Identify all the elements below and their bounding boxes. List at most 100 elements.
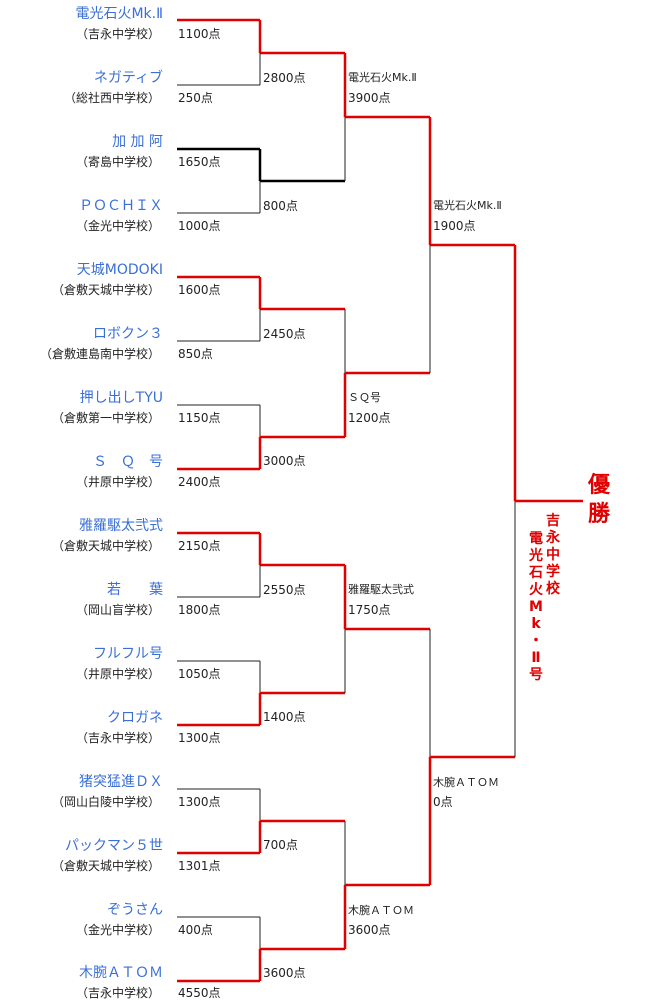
round4-team: 木腕ＡＴＯＭ <box>433 775 499 789</box>
round3-team: 雅羅駆太弐式 <box>348 582 414 596</box>
team-name: 加 加 阿 <box>112 134 163 150</box>
champion-team: 電光石火Mk・Ⅱ号 <box>528 530 544 683</box>
champion-char: 校 <box>546 580 561 597</box>
round3-score: 3900点 <box>348 91 391 105</box>
team-school: （岡山白陵中学校） <box>52 794 160 809</box>
team-school: （総社西中学校） <box>64 90 160 105</box>
team-school: （井原中学校） <box>76 474 160 489</box>
round2-score: 2550点 <box>263 583 306 597</box>
team-school: （吉永中学校） <box>76 985 160 1000</box>
team-name: クロガネ <box>107 710 163 726</box>
champion-char: ・ <box>529 633 543 649</box>
bracket-lines <box>177 18 583 983</box>
team-name: ＰＯＣＨＩＸ <box>79 198 163 214</box>
team-school: （金光中学校） <box>76 922 160 937</box>
team-score: 1150点 <box>178 411 221 425</box>
team-entry: 天城MODOKI （倉敷天城中学校） 1600点 <box>52 262 221 297</box>
team-score: 400点 <box>178 923 213 937</box>
team-entry: 木腕ＡＴＯＭ （吉永中学校） 4550点 <box>76 965 221 1000</box>
team-school: （倉敷第一中学校） <box>52 410 160 425</box>
team-name: 押し出しTYU <box>80 390 163 406</box>
team-score: 1300点 <box>178 795 221 809</box>
champion-char: 石 <box>528 565 543 581</box>
round3-score: 3600点 <box>348 923 391 937</box>
team-score: 1100点 <box>178 27 221 41</box>
team-entry: フルフル号 （井原中学校） 1050点 <box>76 646 221 681</box>
team-score: 4550点 <box>178 986 221 1000</box>
champion-char: 号 <box>529 667 543 683</box>
team-name: ぞうさん <box>107 902 163 918</box>
team-name: ロボクン３ <box>93 326 163 342</box>
team-school: （倉敷天城中学校） <box>52 282 160 297</box>
team-school: （井原中学校） <box>76 666 160 681</box>
team-score: 2150点 <box>178 539 221 553</box>
team-entry: ＰＯＣＨＩＸ （金光中学校） 1000点 <box>76 198 221 233</box>
team-name: パックマン５世 <box>65 838 163 854</box>
team-score: 1650点 <box>178 155 221 169</box>
round2-score: 800点 <box>263 199 298 213</box>
team-name: 猪突猛進ＤＸ <box>79 774 163 790</box>
round3-score: 1200点 <box>348 411 391 425</box>
round2-score: 2800点 <box>263 71 306 85</box>
team-entry: 若 葉 （岡山盲学校） 1800点 <box>76 582 221 617</box>
champion-char: k <box>531 616 541 632</box>
team-school: （岡山盲学校） <box>76 602 160 617</box>
team-entry: クロガネ （吉永中学校） 1300点 <box>76 710 221 745</box>
round3-team: 木腕ＡＴＯＭ <box>348 903 414 917</box>
team-name: ネガティブ <box>94 69 163 86</box>
team-name: フルフル号 <box>93 646 163 662</box>
team-school: （倉敷天城中学校） <box>52 538 160 553</box>
team-entry: ネガティブ （総社西中学校） 250点 <box>64 69 213 105</box>
round3-team: 電光石火Mk.Ⅱ <box>348 70 417 84</box>
round3-team: ＳＱ号 <box>348 391 381 404</box>
team-entry: Ｓ Ｑ 号 （井原中学校） 2400点 <box>76 454 221 489</box>
team-name: 電光石火Mk.Ⅱ <box>75 6 163 22</box>
champion-char: 永 <box>545 529 561 546</box>
team-name: 雅羅駆太弐式 <box>79 518 163 534</box>
round2-score: 2450点 <box>263 327 306 341</box>
team-school: （金光中学校） <box>76 218 160 233</box>
team-score: 1050点 <box>178 667 221 681</box>
round2-score: 3000点 <box>263 454 306 468</box>
team-score: 1301点 <box>178 859 221 873</box>
champion-title-char: 勝 <box>588 502 611 527</box>
team-entry: パックマン５世 （倉敷天城中学校） 1301点 <box>52 838 221 873</box>
team-school: （吉永中学校） <box>76 730 160 745</box>
team-entry: 猪突猛進ＤＸ （岡山白陵中学校） 1300点 <box>52 774 221 809</box>
team-school: （倉敷連島南中学校） <box>40 346 160 361</box>
team-entry: ぞうさん （金光中学校） 400点 <box>76 902 213 937</box>
champion-char: 吉 <box>546 512 560 529</box>
team-entry: 雅羅駆太弐式 （倉敷天城中学校） 2150点 <box>52 518 221 553</box>
team-entry: 押し出しTYU （倉敷第一中学校） 1150点 <box>52 390 221 425</box>
team-entry: ロボクン３ （倉敷連島南中学校） 850点 <box>40 326 213 361</box>
champion-char: 中 <box>546 546 560 563</box>
team-school: （倉敷天城中学校） <box>52 858 160 873</box>
team-name: 天城MODOKI <box>77 262 163 278</box>
round2-score: 3600点 <box>263 966 306 980</box>
champion-char: Ⅱ <box>531 650 540 666</box>
round4-score: 1900点 <box>433 219 476 233</box>
team-school: （吉永中学校） <box>76 26 160 41</box>
team-score: 1600点 <box>178 283 221 297</box>
team-entry: 加 加 阿 （寄島中学校） 1650点 <box>76 134 221 169</box>
team-score: 850点 <box>178 347 213 361</box>
champion-school: 吉永中学校 <box>545 512 561 597</box>
round3-score: 1750点 <box>348 603 391 617</box>
team-name: 木腕ＡＴＯＭ <box>79 965 163 981</box>
team-name: 若 葉 <box>107 582 163 598</box>
round4-team: 電光石火Mk.Ⅱ <box>433 198 502 212</box>
champion-char: 火 <box>529 582 544 598</box>
round2-score: 1400点 <box>263 710 306 724</box>
team-score: 250点 <box>178 91 213 105</box>
team-name: Ｓ Ｑ 号 <box>93 454 163 470</box>
champion-title-char: 優 <box>587 473 611 498</box>
team-score: 1000点 <box>178 219 221 233</box>
champion-char: M <box>529 599 543 615</box>
team-score: 1300点 <box>178 731 221 745</box>
team-score: 1800点 <box>178 603 221 617</box>
champion-char: 学 <box>546 563 560 580</box>
champion-char: 電 <box>529 530 543 547</box>
team-score: 2400点 <box>178 475 221 489</box>
team-school: （寄島中学校） <box>76 154 160 169</box>
